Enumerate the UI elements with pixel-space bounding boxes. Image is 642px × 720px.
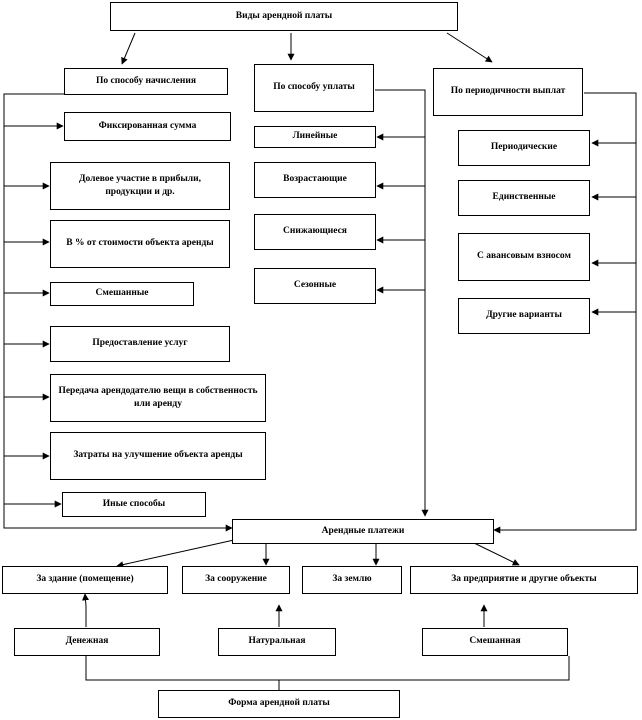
form-option-money: Денежная <box>14 628 160 656</box>
payment-item-linear: Линейные <box>254 126 376 148</box>
payment-item-decreasing: Снижающиеся <box>254 214 376 250</box>
target-enterprise: За предприятие и другие объекты <box>410 566 638 594</box>
method-item-improvements: Затраты на улучшение объекта аренды <box>50 432 266 480</box>
method-heading: По способу начисления <box>64 68 228 95</box>
method-item-transfer: Передача арендодателю вещи в собственнос… <box>50 374 266 422</box>
method-item-other: Иные способы <box>62 492 206 517</box>
arrow-title-to-method <box>121 32 136 65</box>
arrow-title-to-frequency <box>446 32 493 63</box>
form-heading: Форма арендной платы <box>158 690 400 718</box>
method-item-profit-share: Долевое участие в прибыли, продукции и д… <box>50 162 230 210</box>
arrow-payments-to-enterprise <box>471 541 520 566</box>
method-trunk-line <box>3 93 233 532</box>
payment-trunk-line <box>375 89 429 517</box>
frequency-item-single: Единственные <box>458 180 590 216</box>
frequency-item-other: Другие варианты <box>458 298 590 334</box>
payment-item-increasing: Возрастающие <box>254 162 376 198</box>
target-building: За здание (помещение) <box>2 566 168 594</box>
payments-heading: Арендные платежи <box>232 519 494 544</box>
diagram-title: Виды арендной платы <box>110 2 458 31</box>
payment-item-seasonal: Сезонные <box>254 268 376 304</box>
arrow-form-to-building <box>82 593 90 627</box>
form-option-mixed: Смешанная <box>422 628 568 656</box>
frequency-item-advance: С авансовым взносом <box>458 233 590 281</box>
method-item-services: Предоставление услуг <box>50 326 230 362</box>
frequency-heading: По периодичности выплат <box>433 68 583 116</box>
form-bus-line <box>85 656 570 681</box>
method-item-fixed-sum: Фиксированная сумма <box>64 112 231 141</box>
method-item-percent-value: В % от стоимости объекта аренды <box>50 220 230 268</box>
arrow-payments-to-building <box>116 539 235 569</box>
target-structure: За сооружение <box>182 566 290 594</box>
target-land: За землю <box>302 566 402 594</box>
form-option-in-kind: Натуральная <box>218 628 336 656</box>
frequency-item-periodic: Периодические <box>458 130 590 166</box>
payment-heading: По способу уплаты <box>254 64 374 112</box>
method-item-mixed: Смешанные <box>50 282 194 306</box>
